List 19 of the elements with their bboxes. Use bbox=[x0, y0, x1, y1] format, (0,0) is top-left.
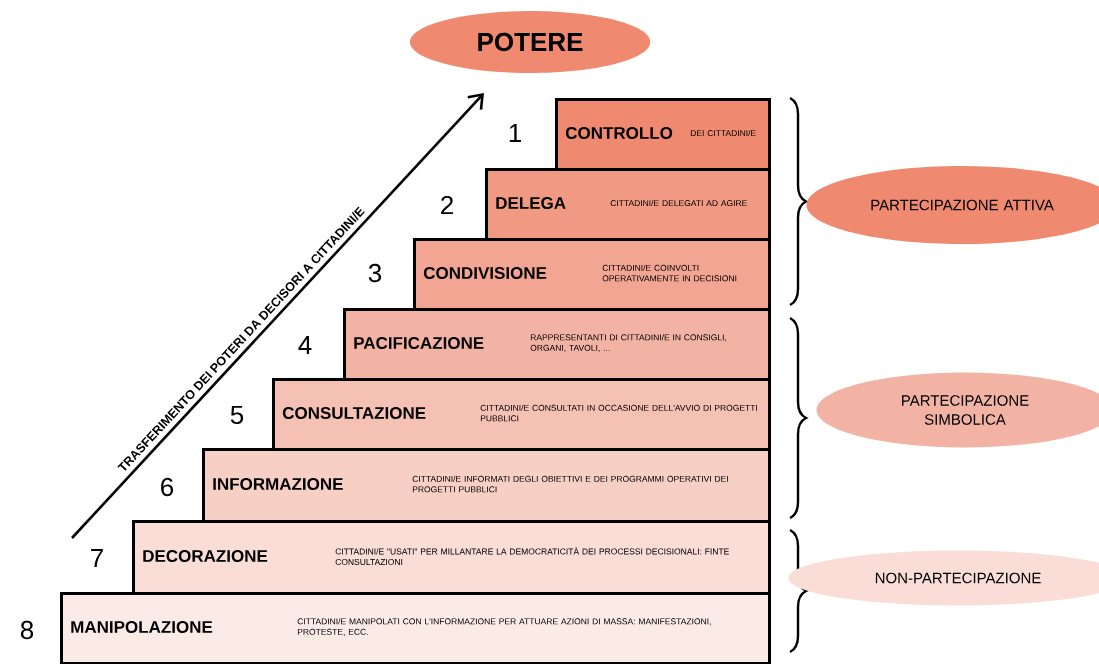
step-number: 4 bbox=[298, 336, 312, 354]
step-box: CONSULTAZIONE CITTADINI/E CONSULTATI IN OCCASIONE DELL'AVVIO DI PROGETTI PUBBLICI bbox=[272, 378, 771, 451]
step-box: MANIPOLAZIONE CITTADINI/E MANIPOLATI CON L'INFORMAZIONE PER ATTUARE AZIONI DI MASSA: MANIFESTAZIONI, PROTESTE, ECC. bbox=[60, 592, 771, 664]
step-box: DELEGA CITTADINI/E DELEGATI AD AGIRE bbox=[485, 168, 771, 241]
group-label: PARTECIPAZIONE ATTIVA bbox=[806, 166, 1099, 244]
step-box: DECORAZIONE CITTADINI/E "USATI" PER MILLANTARE LA DEMOCRATICITÀ DEI PROCESSI DECISIONALI: FINTE CONSULTAZIONI bbox=[132, 520, 771, 595]
group-label: PARTECIPAZIONE SIMBOLICA bbox=[816, 372, 1099, 448]
step-number: 2 bbox=[441, 195, 453, 215]
step-box: PACIFICAZIONE RAPPRESENTANTI DI CITTADINI/E IN CONSIGLI, ORGANI, TAVOLI, ... bbox=[343, 308, 771, 381]
group-label: NON-PARTECIPAZIONE bbox=[788, 550, 1099, 606]
step-number: 8 bbox=[20, 620, 34, 640]
step-number: 1 bbox=[509, 124, 521, 142]
step-number: 5 bbox=[230, 405, 244, 425]
step-box: INFORMAZIONE CITTADINI/E INFORMATI DEGLI OBIETTIVI E DEI PROGRAMMI OPERATIVI DEI PROGETTI PUBBLICI bbox=[202, 448, 771, 523]
step-number: 6 bbox=[161, 477, 174, 497]
step-number: 7 bbox=[91, 549, 103, 567]
step-box: CONTROLLO DEI CITTADINI/E bbox=[555, 98, 771, 171]
step-box: CONDIVISIONE CITTADINI/E COINVOLTI OPERATIVAMENTE IN DECISIONI bbox=[413, 238, 771, 311]
step-number: 3 bbox=[368, 263, 382, 283]
